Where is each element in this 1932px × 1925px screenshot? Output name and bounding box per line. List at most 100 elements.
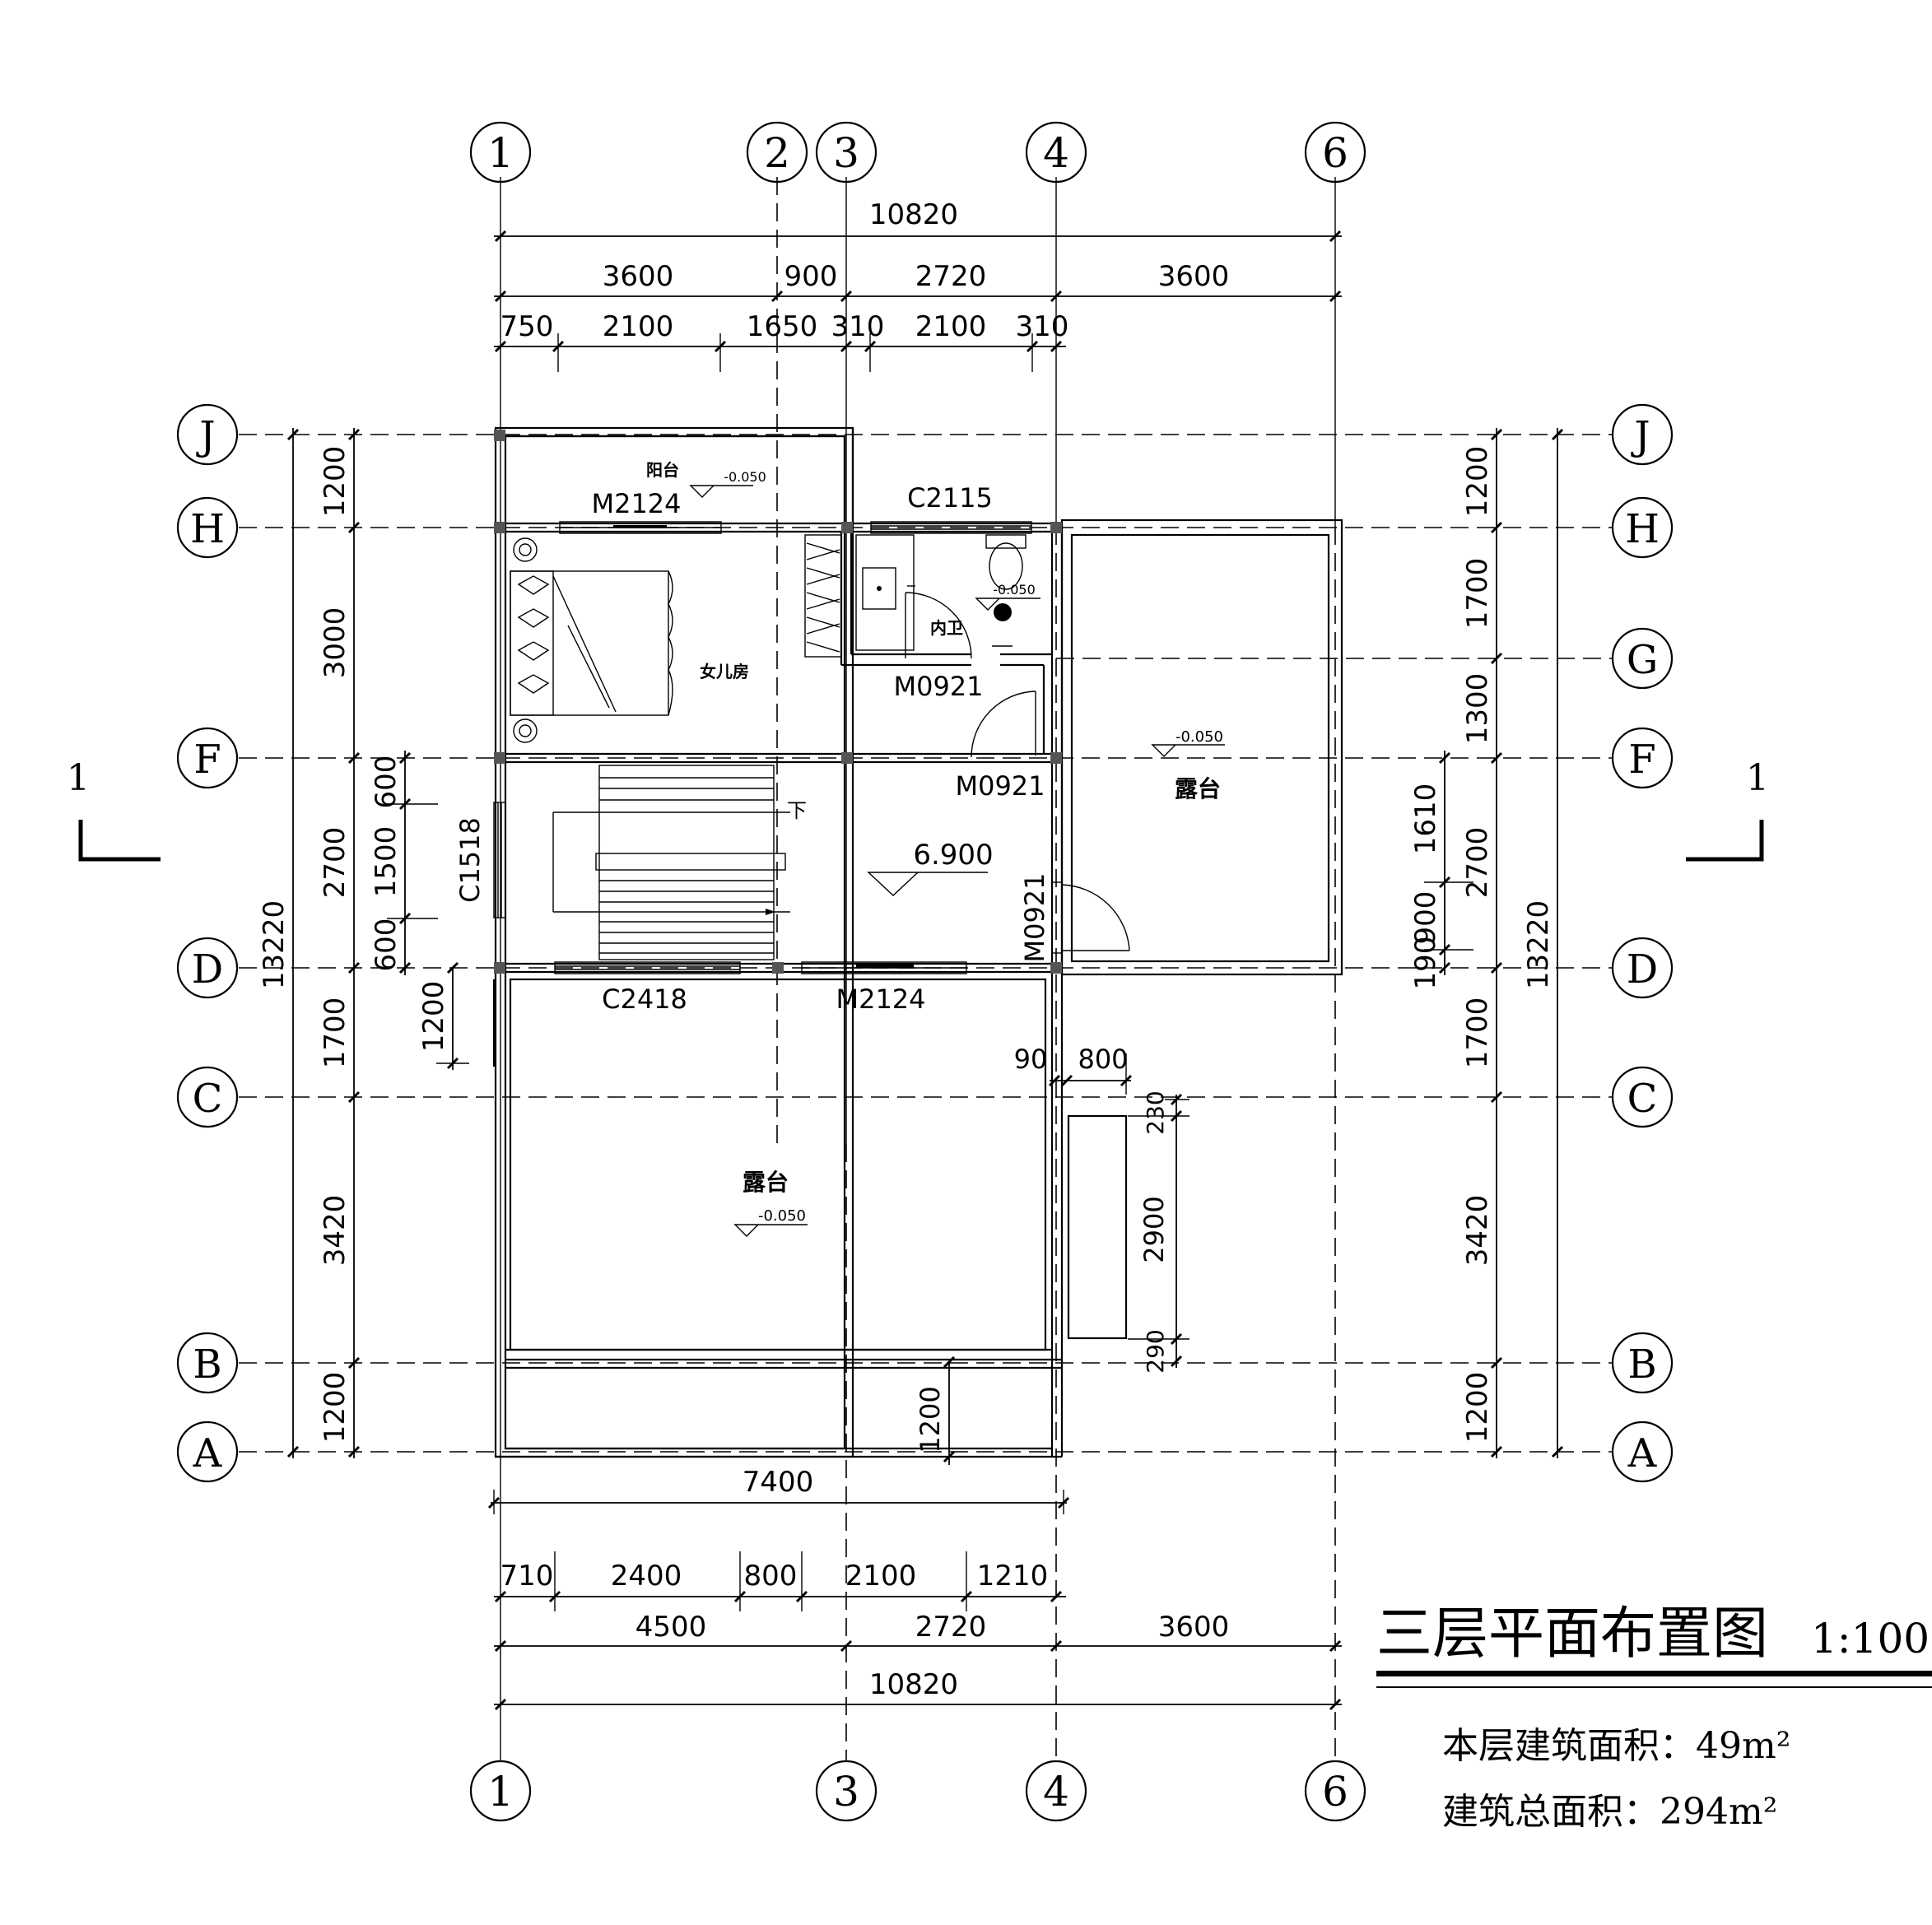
svg-text:4: 4 — [1043, 1768, 1069, 1816]
svg-text:710: 710 — [500, 1560, 554, 1593]
svg-text:1650: 1650 — [747, 310, 818, 343]
svg-text:2400: 2400 — [611, 1560, 682, 1593]
svg-text:H: H — [190, 506, 225, 552]
svg-text:1200: 1200 — [417, 981, 450, 1053]
svg-text:3600: 3600 — [603, 260, 674, 293]
svg-text:J: J — [1630, 413, 1650, 459]
wardrobe — [804, 534, 842, 658]
svg-text:290: 290 — [1142, 1329, 1169, 1373]
drawing-scale: 1:100 — [1811, 1615, 1930, 1662]
columns — [494, 430, 1062, 974]
svg-text:1: 1 — [67, 757, 90, 799]
svg-text:M0921: M0921 — [893, 671, 983, 702]
svg-text:C: C — [193, 1076, 223, 1122]
svg-text:750: 750 — [500, 310, 554, 343]
svg-text:-0.050: -0.050 — [724, 469, 766, 485]
svg-text:6.900: 6.900 — [913, 839, 993, 872]
bottom-dimensions: 7400 710 2400 800 2100 1210 4500 2720 36… — [487, 1466, 1342, 1711]
axis-bubble-B-right: B — [1611, 1332, 1674, 1394]
svg-text:下: 下 — [787, 799, 807, 822]
svg-text:M0921: M0921 — [955, 770, 1045, 802]
svg-text:1210: 1210 — [977, 1560, 1049, 1593]
svg-text:2720: 2720 — [915, 260, 987, 293]
svg-text:1200: 1200 — [1461, 446, 1494, 518]
axis-bubble-H-right: H — [1611, 496, 1674, 559]
svg-text:3000: 3000 — [319, 607, 351, 679]
staircase — [552, 765, 790, 960]
svg-text:800: 800 — [1078, 1044, 1128, 1075]
svg-text:1: 1 — [1746, 757, 1769, 799]
svg-text:M2124: M2124 — [591, 488, 681, 519]
svg-text:1610: 1610 — [1409, 783, 1442, 855]
svg-text:-0.050: -0.050 — [1175, 728, 1223, 746]
svg-text:F: F — [193, 737, 221, 783]
svg-text:1200: 1200 — [915, 1386, 946, 1453]
opening-labels: M2124 C2115 M0921 M0921 M0921 C1518 C241… — [454, 482, 1050, 1015]
svg-text:2720: 2720 — [915, 1611, 987, 1644]
svg-text:3: 3 — [833, 1768, 859, 1816]
axis-bubble-H-left: H — [176, 496, 239, 559]
section-mark-right: 1 — [1686, 757, 1769, 862]
svg-text:-0.050: -0.050 — [758, 1207, 806, 1225]
axis-bubble-A-right: A — [1611, 1421, 1674, 1483]
level-marks: -0.050 -0.050 -0.050 -0.050 6.900 下 — [689, 469, 1225, 1237]
svg-text:190: 190 — [1409, 937, 1442, 990]
svg-text:2100: 2100 — [603, 310, 674, 343]
svg-text:1500: 1500 — [370, 826, 403, 898]
axis-bubble-F-left: F — [176, 727, 239, 789]
svg-text:230: 230 — [1142, 1090, 1169, 1134]
axis-bubble-4-top: 4 — [1025, 121, 1087, 184]
svg-text:D: D — [1627, 946, 1658, 993]
svg-text:C2115: C2115 — [907, 482, 993, 514]
axis-bubble-3-top: 3 — [815, 121, 878, 184]
svg-text:1: 1 — [487, 1768, 514, 1816]
svg-text:600: 600 — [370, 918, 403, 972]
svg-text:13220: 13220 — [258, 900, 291, 989]
axis-bubble-2-top: 2 — [746, 121, 808, 184]
axis-bubble-A-left: A — [176, 1421, 239, 1483]
svg-text:310: 310 — [1016, 310, 1069, 343]
svg-text:900: 900 — [784, 260, 838, 293]
ensuite-label: 内卫 — [930, 618, 963, 638]
svg-text:1700: 1700 — [319, 997, 351, 1069]
svg-text:10820: 10820 — [869, 1668, 958, 1701]
svg-text:A: A — [1627, 1430, 1658, 1476]
svg-text:1200: 1200 — [319, 446, 351, 518]
drawing-title: 三层平面布置图 — [1376, 1602, 1768, 1667]
right-dimensions: 13220 1200 1700 1300 2700 1700 3420 1200… — [1409, 428, 1564, 1458]
svg-text:600: 600 — [370, 756, 403, 809]
svg-text:10820: 10820 — [869, 198, 958, 231]
svg-text:1: 1 — [487, 129, 514, 177]
axis-bubble-C-right: C — [1611, 1066, 1674, 1128]
svg-text:3420: 3420 — [319, 1195, 351, 1267]
svg-text:900: 900 — [1409, 891, 1442, 945]
axis-bubble-6-bottom: 6 — [1304, 1760, 1366, 1822]
svg-text:4: 4 — [1043, 129, 1069, 177]
axis-bubble-4-bottom: 4 — [1025, 1760, 1087, 1822]
svg-text:3600: 3600 — [1158, 1611, 1230, 1644]
axis-bubble-J-left: J — [176, 403, 239, 466]
axis-bubble-1-top: 1 — [469, 121, 532, 184]
svg-text:H: H — [1625, 506, 1660, 552]
top-dimensions: 10820 3600 900 2720 3600 750 2100 1650 3… — [494, 198, 1342, 372]
axis-lines — [239, 177, 1613, 1761]
svg-text:3420: 3420 — [1461, 1195, 1494, 1267]
svg-text:M2124: M2124 — [836, 983, 925, 1015]
axis-bubble-G-right: G — [1611, 627, 1674, 690]
room-labels: 阳台 女儿房 内卫 露台 露台 — [646, 460, 1221, 1196]
svg-text:6: 6 — [1322, 1768, 1348, 1816]
svg-text:G: G — [1627, 637, 1658, 683]
svg-text:3: 3 — [833, 129, 859, 177]
svg-text:1200: 1200 — [1461, 1372, 1494, 1444]
svg-text:4500: 4500 — [635, 1611, 707, 1644]
svg-text:J: J — [195, 413, 215, 459]
washbasin — [855, 534, 915, 651]
axis-bubble-1-bottom: 1 — [469, 1760, 532, 1822]
svg-text:2100: 2100 — [845, 1560, 917, 1593]
axis-bubble-J-right: J — [1611, 403, 1674, 466]
svg-text:2: 2 — [764, 129, 790, 177]
axis-bubble-D-right: D — [1611, 937, 1674, 999]
axis-bubble-3-bottom: 3 — [815, 1760, 878, 1822]
left-dimensions: 13220 1200 3000 2700 1700 3420 1200 600 … — [258, 428, 469, 1458]
